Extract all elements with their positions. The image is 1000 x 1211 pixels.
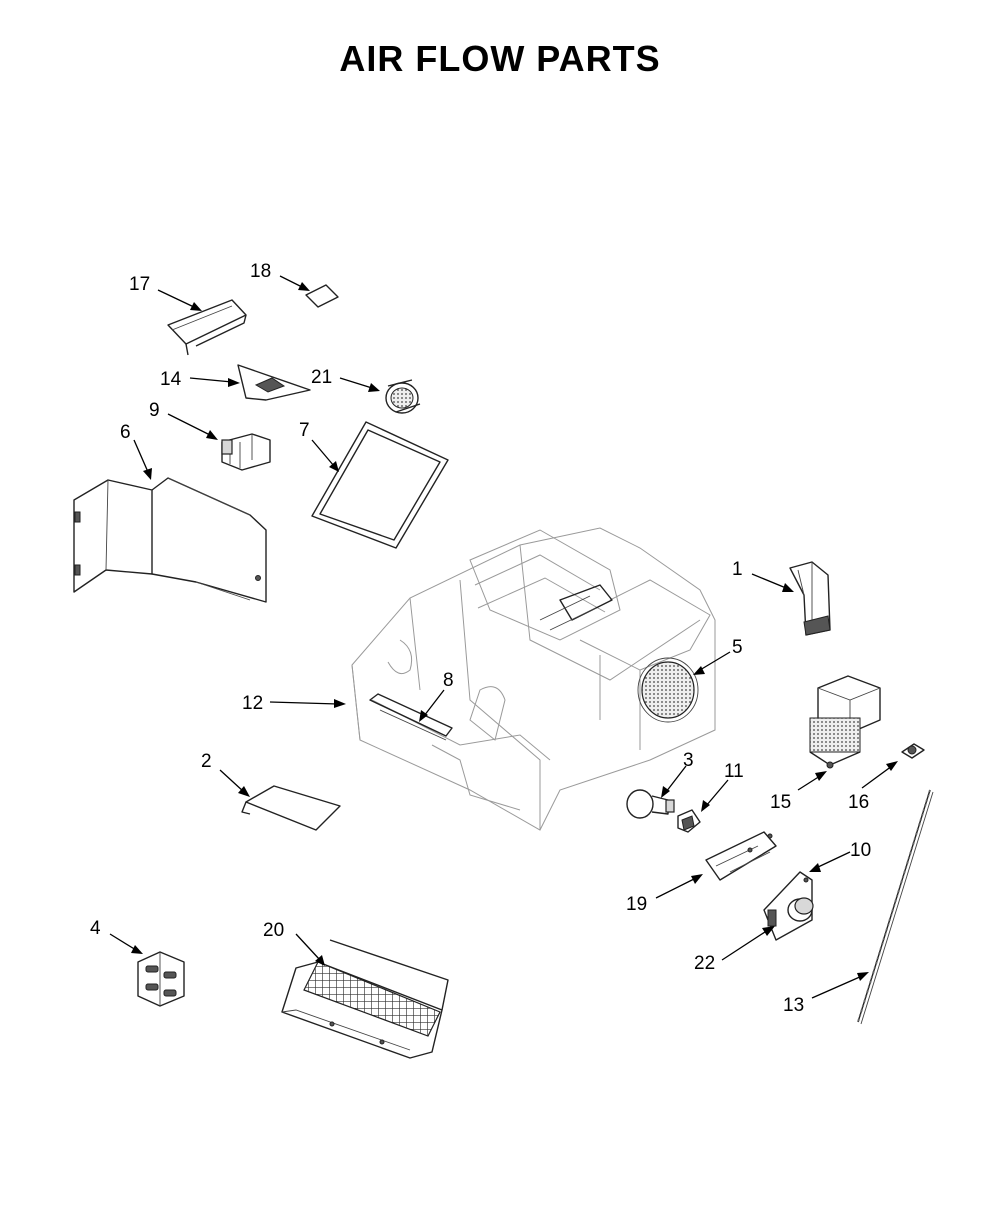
callout-18: 18	[250, 261, 271, 282]
callout-16: 16	[848, 792, 869, 813]
callout-8: 8	[443, 670, 454, 691]
part-1-bracket	[789, 561, 831, 636]
part-12-cavity-housing	[351, 527, 716, 831]
part-18-label	[305, 284, 339, 308]
callout-15: 15	[770, 792, 791, 813]
callout-13: 13	[783, 995, 804, 1016]
callout-11: 11	[724, 761, 744, 782]
part-5-blower-wheel	[637, 657, 699, 723]
part-19-control-bracket	[705, 831, 777, 881]
callout-3: 3	[683, 750, 694, 771]
diagram-title: AIR FLOW PARTS	[339, 38, 661, 79]
part-20-grille-filter	[281, 939, 449, 1059]
part-16-thermostat	[901, 743, 925, 759]
callout-7: 7	[299, 420, 310, 441]
callout-10: 10	[850, 840, 871, 861]
callout-5: 5	[732, 637, 743, 658]
part-21-fan-motor	[385, 379, 421, 414]
callout-labels: 17 18 14 21 9 6 7 1 5 12 8 2 3 11 15 16 …	[90, 261, 871, 1016]
callout-19: 19	[626, 894, 647, 915]
callout-2: 2	[201, 751, 212, 772]
callout-6: 6	[120, 422, 131, 443]
callout-21: 21	[311, 367, 332, 388]
callout-9: 9	[149, 400, 160, 421]
part-17-vent-cover	[167, 299, 247, 356]
leader-lines	[109, 275, 898, 999]
callout-17: 17	[129, 274, 150, 295]
part-22-knob	[767, 897, 814, 927]
callout-1: 1	[732, 559, 743, 580]
part-3-lamp-bulb	[626, 789, 675, 819]
part-13-gasket-strip	[857, 789, 934, 1025]
part-7-frame-gasket	[311, 421, 449, 549]
callout-4: 4	[90, 918, 101, 939]
part-15-magnetron	[809, 675, 881, 769]
part-11-lamp-socket	[677, 809, 701, 833]
part-8-air-guide	[369, 693, 453, 741]
callout-22: 22	[694, 953, 715, 974]
callout-20: 20	[263, 920, 284, 941]
callout-12: 12	[242, 693, 263, 714]
part-14-vent-plate	[237, 364, 311, 401]
part-10-bracket-plate	[763, 871, 813, 941]
part-4-clip-bracket	[137, 951, 185, 1007]
callout-14: 14	[160, 369, 182, 390]
part-6-duct-panel	[73, 477, 267, 603]
part-2-cover-plate	[241, 785, 341, 831]
part-9-switch	[221, 433, 271, 471]
